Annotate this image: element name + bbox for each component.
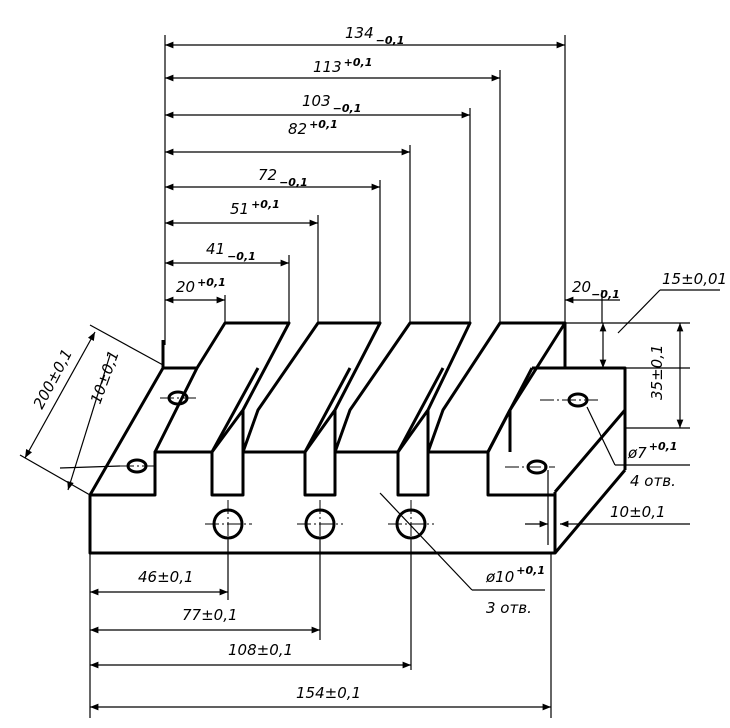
front-face: [88, 492, 557, 555]
rib-1: [153, 321, 291, 453]
dim-51: 51+0,1: [230, 198, 280, 218]
rib-1-edge: [210, 367, 260, 453]
left-dimensions: 200±0,1 10±0,1: [19, 324, 164, 496]
right-dimensions: 20−0,1 15±0,01 35±0,1 ø7+0,1 4 отв. 10±0…: [525, 270, 727, 545]
rib-3-edge: [396, 367, 445, 453]
top-dimensions: 134−0,1 113+0,1 103−0,1 82+0,1 72−0,1 51…: [164, 24, 566, 345]
dim-10-left: 10±0,1: [87, 348, 123, 406]
dim-108: 108±0,1: [228, 641, 293, 659]
dim-46: 46±0,1: [138, 568, 194, 586]
dim-35: 35±0,1: [648, 344, 666, 400]
dim-d7: ø7+0,1: [627, 440, 677, 462]
dim-77: 77±0,1: [182, 606, 238, 624]
holes: [120, 390, 598, 548]
dim-113: 113+0,1: [313, 56, 372, 76]
dim-154: 154±0,1: [296, 684, 361, 702]
dim-41: 41−0,1: [206, 240, 256, 263]
rib-2-edge: [303, 367, 352, 453]
dim-10-right: 10±0,1: [610, 503, 666, 521]
dim-82: 82+0,1: [288, 118, 338, 138]
bottom-dimensions: 46±0,1 77±0,1 108±0,1 154±0,1 ø10+0,1 3 …: [89, 492, 552, 718]
left-end-face: [90, 450, 555, 497]
dim-72: 72−0,1: [258, 166, 308, 189]
right-block: [532, 366, 627, 493]
dim-4-holes: 4 отв.: [630, 472, 676, 490]
part-outline: [88, 321, 627, 555]
dim-3-holes: 3 отв.: [486, 599, 532, 617]
rib-2: [241, 321, 382, 453]
right-bottom-edge: [553, 469, 627, 554]
dim-d10: ø10+0,1: [485, 564, 545, 586]
dim-134: 134−0,1: [345, 24, 404, 47]
dim-slot-20: 20−0,1: [572, 278, 620, 301]
dim-15: 15±0,01: [662, 270, 727, 288]
dim-103: 103−0,1: [302, 92, 361, 115]
dim-20: 20+0,1: [176, 276, 226, 296]
rib-3: [333, 321, 472, 453]
